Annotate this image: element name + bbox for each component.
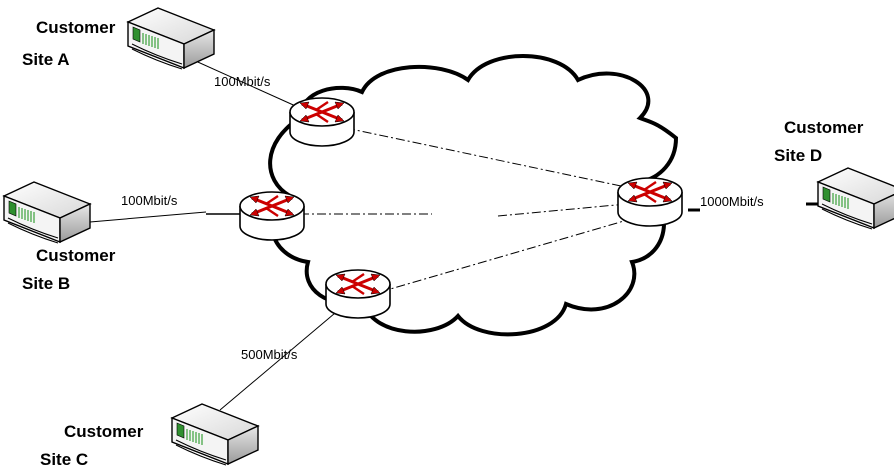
site-a-label-line2: Site A xyxy=(22,50,70,69)
router-icon xyxy=(288,96,356,148)
customer-device-icon xyxy=(171,403,259,466)
customer-device-icon xyxy=(127,7,215,70)
site-b-label-line2: Site B xyxy=(22,274,71,293)
network-cloud-icon xyxy=(268,54,679,337)
link-rate-b: 100Mbit/s xyxy=(121,193,178,208)
router-icon xyxy=(616,176,684,228)
router-icon xyxy=(238,190,306,242)
link-rate-a: 100Mbit/s xyxy=(214,74,271,89)
link-rate-c: 500Mbit/s xyxy=(241,347,298,362)
link-rate-d: 1000Mbit/s xyxy=(700,194,764,209)
customer-device-icon xyxy=(3,181,91,244)
site-c-label-line1: Customer xyxy=(64,422,144,441)
router-icon xyxy=(324,268,392,320)
site-c-label-line2: Site C xyxy=(40,450,89,469)
site-d-label-line1: Customer xyxy=(784,118,864,137)
site-b-label-line1: Customer xyxy=(36,246,116,265)
site-d-label-line2: Site D xyxy=(774,146,823,165)
site-a-label-line1: Customer xyxy=(36,18,116,37)
customer-device-icon xyxy=(817,167,894,230)
